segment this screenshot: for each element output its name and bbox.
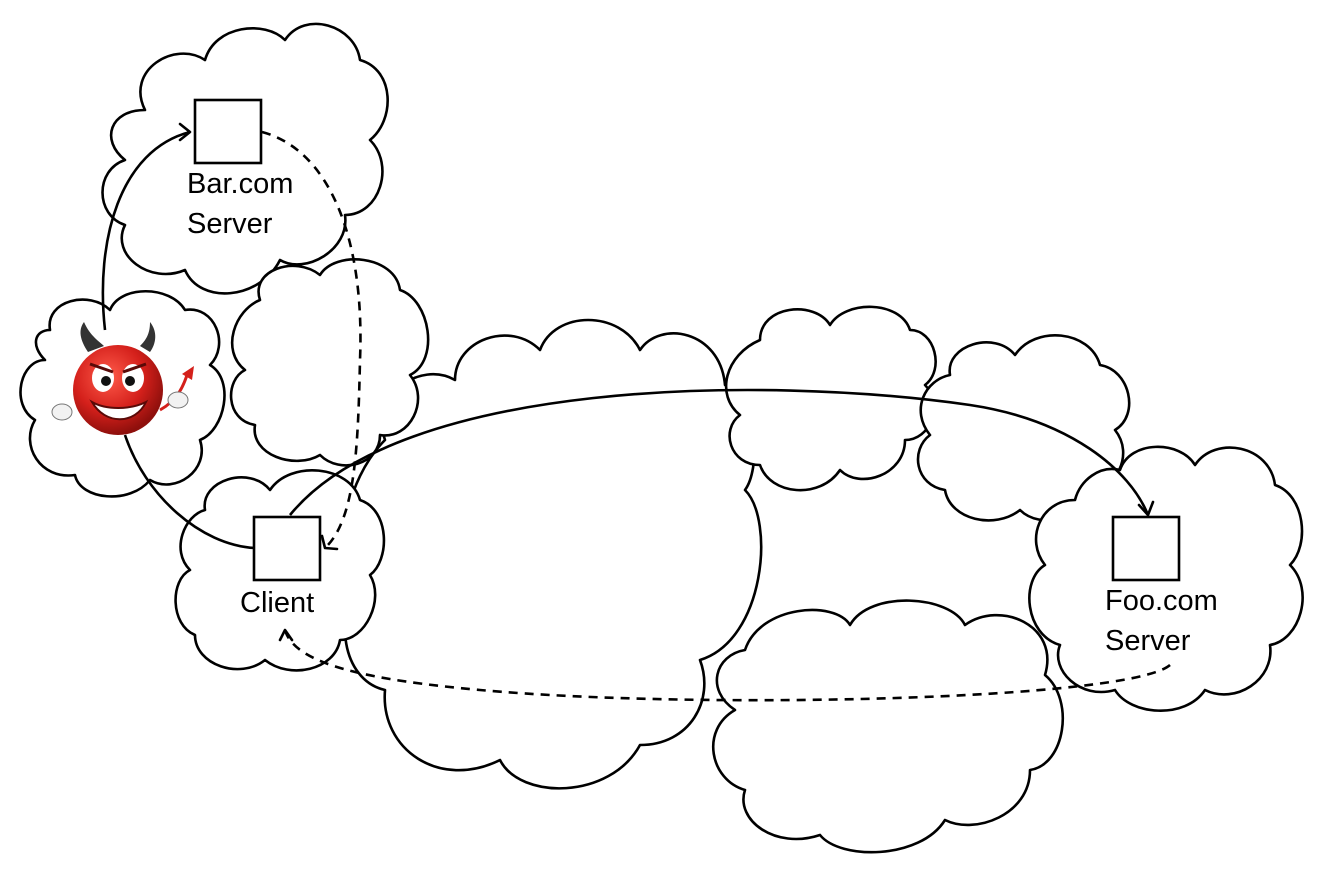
- cloud-internet-center: [342, 318, 763, 790]
- arrowhead-client-from-bar: [320, 534, 339, 551]
- devil-hand-right: [167, 391, 189, 409]
- devil-brow-right: [122, 362, 147, 374]
- devil-grin: [89, 399, 149, 421]
- client-box: [252, 515, 322, 582]
- node-foo-server: Foo.com Server: [1105, 515, 1218, 657]
- edge-client-to-foo: [288, 388, 1150, 516]
- connections: [101, 122, 1171, 702]
- bar-server-label-line1: Bar.com: [187, 168, 293, 200]
- client-label: Client: [240, 587, 314, 619]
- foo-server-label-line1: Foo.com: [1105, 585, 1218, 617]
- arrowhead-foo: [1137, 500, 1155, 517]
- edge-attacker-to-client: [123, 434, 256, 550]
- edge-attacker-to-bar: [101, 130, 191, 331]
- foo-server-label-line2: Server: [1105, 625, 1191, 657]
- devil-brow-left: [89, 362, 114, 374]
- foo-server-box: [1111, 515, 1181, 582]
- devil-icon: [51, 322, 194, 435]
- cloud-upper-middle: [724, 305, 937, 492]
- devil-horn-left: [80, 322, 104, 352]
- devil-face: [73, 345, 163, 435]
- devil-horn-right: [140, 322, 156, 352]
- bar-server-label-line2: Server: [187, 208, 273, 240]
- cloud-bottom-middle: [711, 599, 1065, 854]
- devil-pupil-right: [125, 376, 135, 386]
- cloud-left-middle: [229, 258, 430, 467]
- devil-pupil-left: [101, 376, 111, 386]
- arrowhead-client-from-foo: [278, 628, 294, 642]
- node-client: Client: [240, 515, 322, 619]
- devil-hand-left: [51, 403, 73, 421]
- node-bar-server: Bar.com Server: [187, 98, 293, 240]
- devil-tail-tip: [182, 366, 194, 380]
- arrowhead-bar: [178, 122, 192, 142]
- bar-server-box: [193, 98, 263, 165]
